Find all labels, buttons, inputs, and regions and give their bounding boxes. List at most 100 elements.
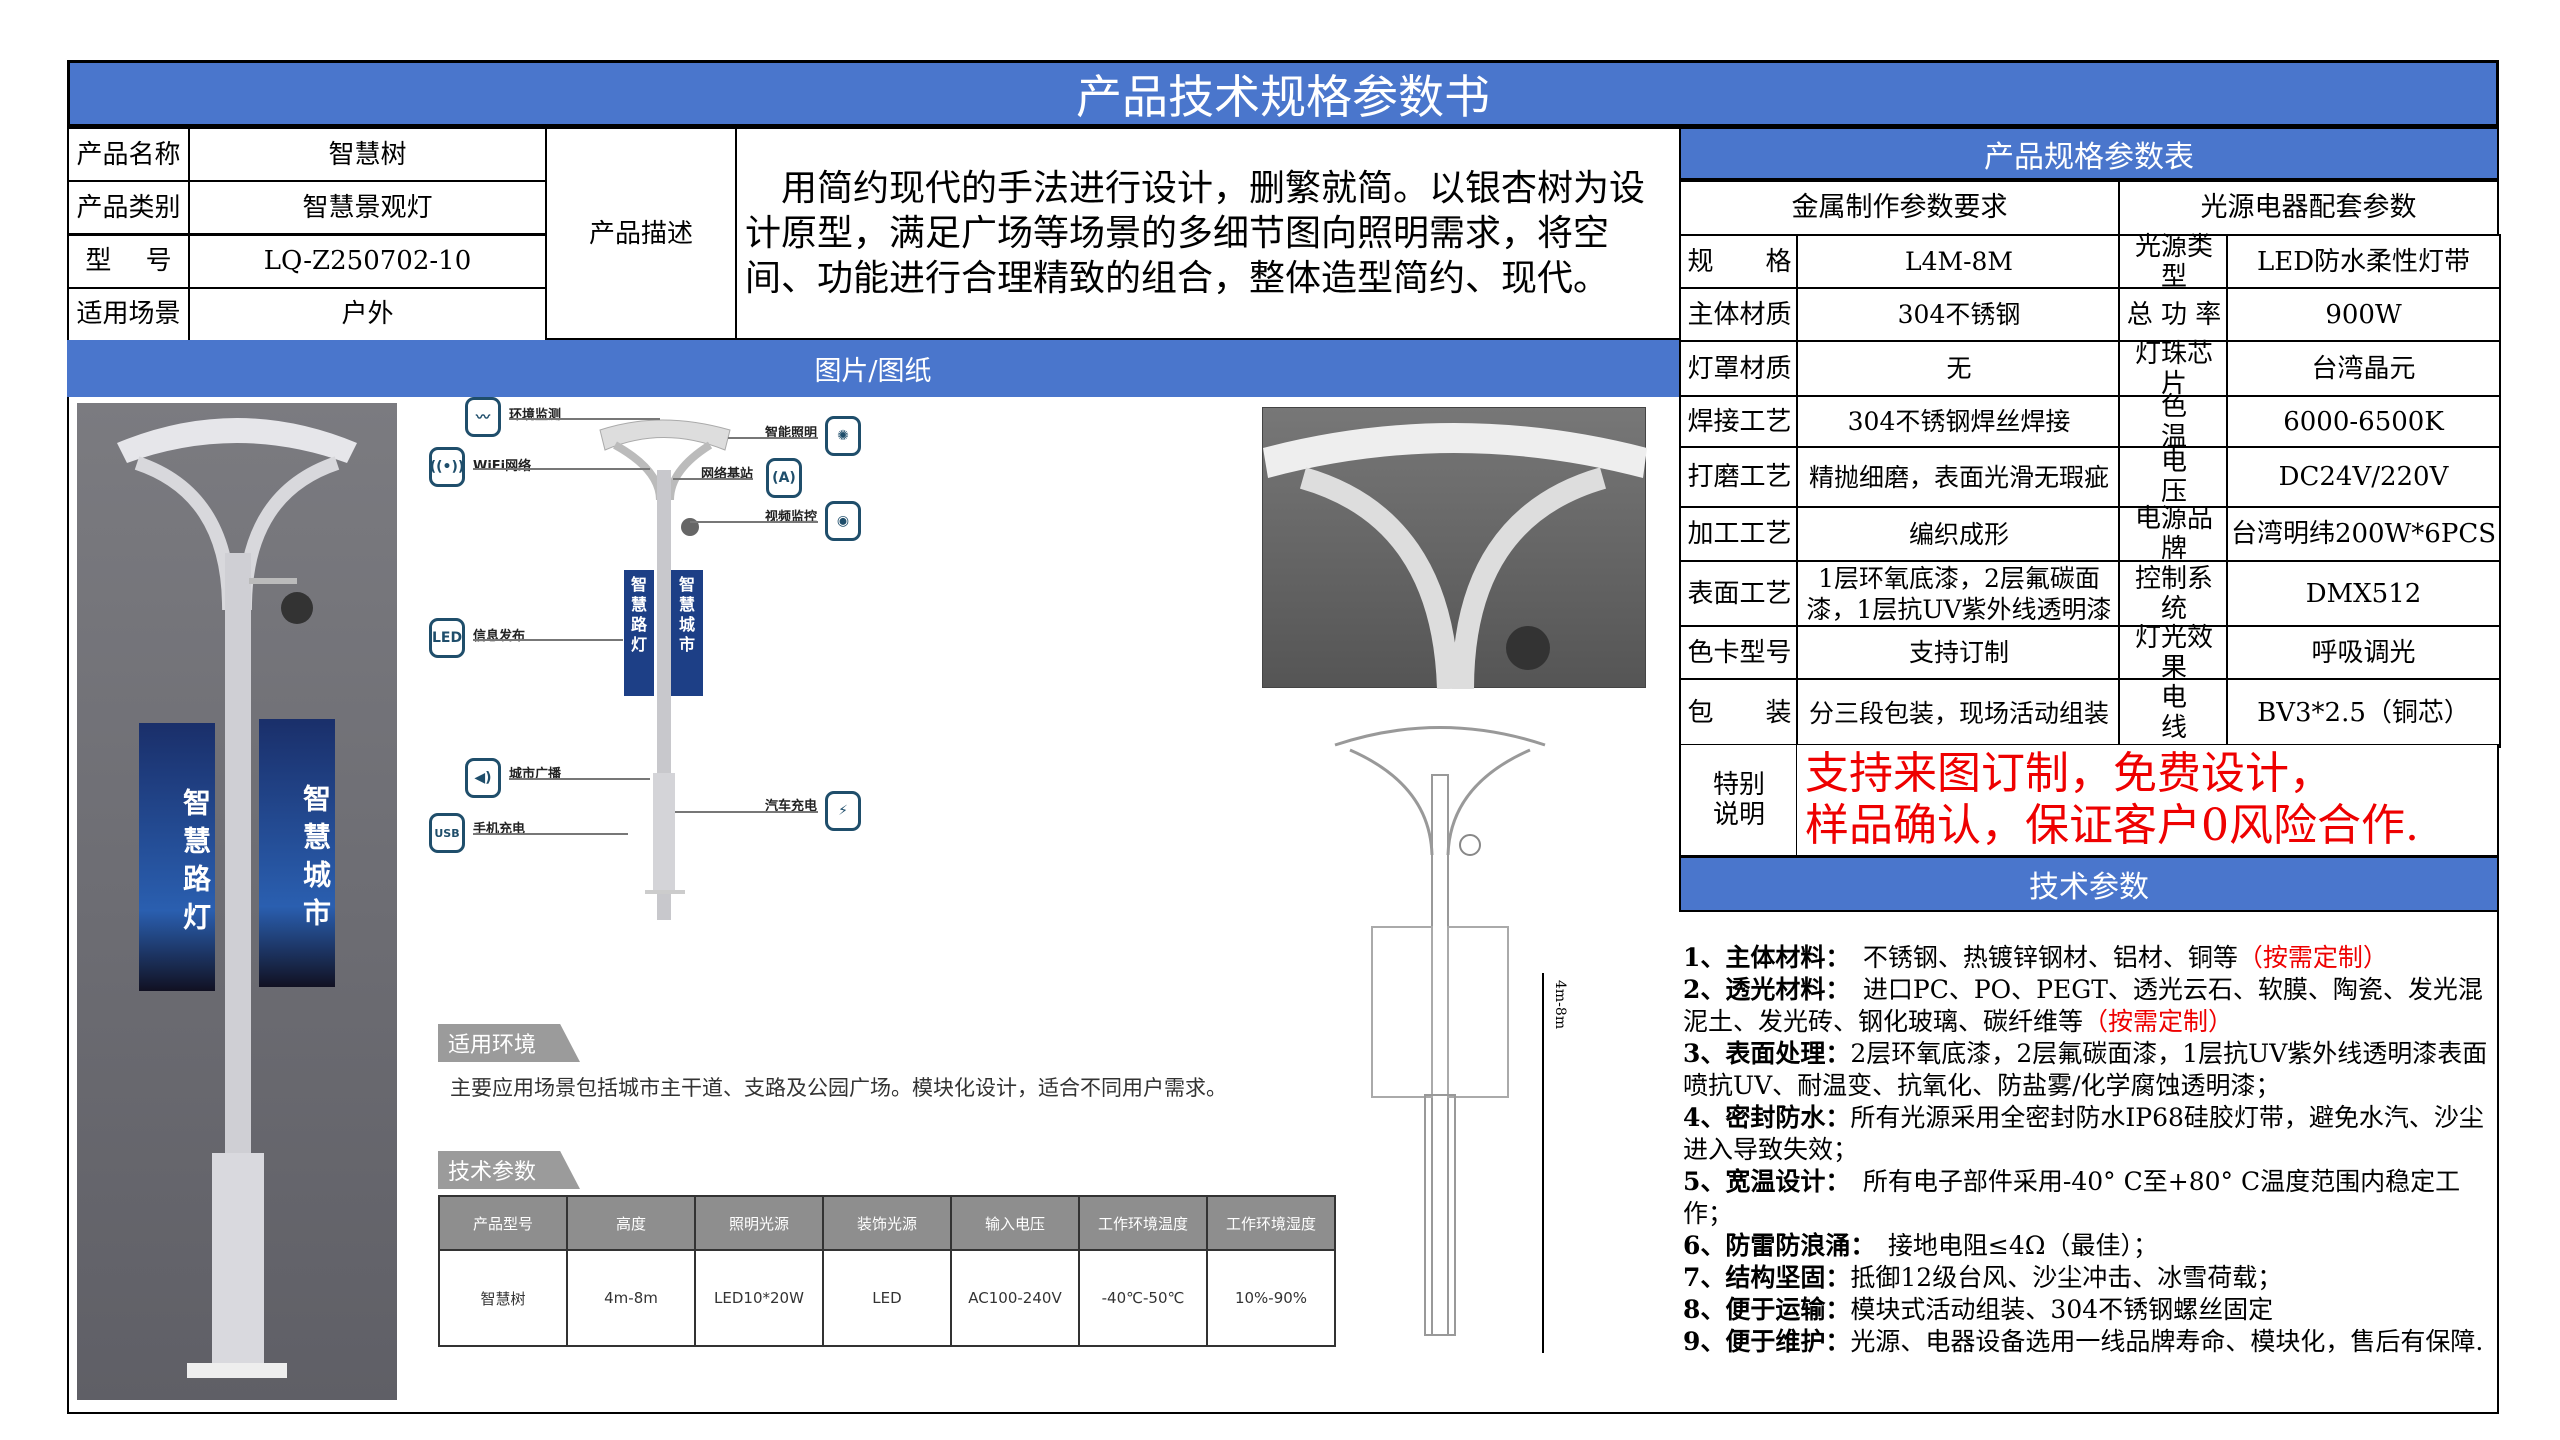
spec-label: 表面工艺: [1679, 560, 1800, 627]
leader-line: [509, 418, 660, 420]
info-label: 适用场景: [67, 286, 190, 342]
tech-item: 8、便于运输：模块式活动组装、304不锈钢螺丝固定: [1683, 1295, 2274, 1324]
spec-label: 焊接工艺: [1679, 395, 1800, 448]
monitor-icon: 〰: [465, 397, 501, 437]
spec-label: 灯珠芯片: [2118, 339, 2230, 399]
desc-label: 产品描述: [545, 127, 737, 340]
spec-value: 台湾晶元: [2226, 340, 2501, 397]
banner-right: 智慧城市: [259, 719, 335, 987]
tech-list: 1、主体材料： 不锈钢、热镀锌钢材、铝材、铜等（按需定制） 2、透光材料： 进口P…: [1683, 942, 2497, 1358]
spec-label: 色卡型号: [1679, 625, 1800, 680]
tech-item: 4、密封防水：所有光源采用全密封防水IP68硅胶灯带，避免水汽、沙尘进入导致失效…: [1683, 1103, 2484, 1164]
spec-label: 总 功 率: [2118, 287, 2230, 342]
led-icon: LED: [429, 618, 465, 658]
spec-label: 打磨工艺: [1679, 446, 1800, 508]
leader-line: [690, 521, 818, 523]
special-line: 支持来图订制，免费设计，: [1805, 748, 2333, 799]
tech-table-cell: 10%-90%: [1206, 1249, 1336, 1347]
spec-value: DMX512: [2226, 560, 2501, 627]
info-value: LQ-Z250702-10: [188, 233, 547, 289]
spec-value: 6000-6500K: [2226, 395, 2501, 448]
tech-table-header: 输入电压: [950, 1195, 1080, 1251]
left-photo: 智慧路灯 智慧城市: [77, 403, 397, 1400]
env-text: 主要应用场景包括城市主干道、支路及公园广场。模块化设计，适合不同用户需求。: [450, 1076, 1227, 1100]
spec-label: 电源品牌: [2118, 504, 2230, 564]
spec-label: 加工工艺: [1679, 506, 1800, 562]
tech-table-header: 工作环境湿度: [1206, 1195, 1336, 1251]
pole-photo-illustration: [117, 418, 357, 1378]
sun-icon: ✺: [825, 416, 861, 456]
spec-label: 规 格: [1679, 234, 1800, 289]
spec-value: 分三段包装，现场活动组装: [1796, 678, 2122, 748]
desc-text: 用简约现代的手法进行设计，删繁就简。以银杏树为设计原型，满足广场等场景的多细节图…: [735, 127, 1681, 340]
info-value: 智慧景观灯: [188, 180, 547, 236]
spec-label: 控制系统: [2118, 560, 2230, 627]
info-value: 智慧树: [188, 127, 547, 182]
info-label: 型 号: [67, 233, 190, 289]
label-led: 信息发布: [473, 629, 526, 644]
dimension-label: 4m-8m: [1552, 980, 1568, 1030]
tech-table-cell: 4m-8m: [566, 1249, 696, 1347]
leader-line: [473, 833, 628, 835]
speaker-icon: ◀): [465, 758, 501, 798]
tech-table-cell: 智慧树: [438, 1249, 568, 1347]
tech-table-header: 照明光源: [694, 1195, 824, 1251]
pictures-header: 图片/图纸: [67, 340, 1679, 397]
spec-col-right: 光源电器配套参数: [2118, 180, 2499, 236]
env-tab: 适用环境: [438, 1024, 580, 1062]
usb-icon: USB: [429, 813, 465, 853]
tech-table-header: 高度: [566, 1195, 696, 1251]
tech-tab: 技术参数: [438, 1151, 580, 1189]
tech-table-cell: LED10*20W: [694, 1249, 824, 1347]
spec-value: LED防水柔性灯带: [2226, 234, 2501, 289]
leader-line: [675, 811, 818, 813]
spec-col-left: 金属制作参数要求: [1679, 180, 2120, 236]
antenna-icon: (A): [766, 458, 802, 498]
spec-value: 支持订制: [1796, 625, 2122, 680]
tech-item: 2、透光材料： 进口PC、PO、PEGT、透光云石、软膜、陶瓷、发光混泥土、发光…: [1683, 975, 2483, 1036]
spec-label: 色 温: [2118, 392, 2239, 452]
leader-line: [473, 639, 623, 641]
banner-left: 智慧路灯: [139, 723, 215, 991]
tech-table-cell: -40℃-50℃: [1078, 1249, 1208, 1347]
pole-line-drawing: [1334, 726, 1546, 1353]
camera-icon: ◉: [825, 501, 861, 541]
spec-label: 灯罩材质: [1679, 340, 1800, 397]
spec-value: 900W: [2226, 287, 2501, 342]
canopy-illustration: [1263, 423, 1647, 690]
canopy-photo: [1262, 407, 1647, 690]
tech-table-header: 工作环境温度: [1078, 1195, 1208, 1251]
tech-item: 3、表面处理：2层环氧底漆，2层氟碳面漆，1层抗UV紫外线透明漆表面喷抗UV、耐…: [1683, 1039, 2488, 1100]
leader-line: [673, 478, 753, 480]
wifi-icon: ((•)): [429, 447, 465, 487]
tech-item: 9、便于维护：光源、电器设备选用一线品牌寿命、模块化，售后有保障.: [1683, 1327, 2484, 1356]
info-value: 户外: [188, 286, 547, 342]
tech-item: 1、主体材料： 不锈钢、热镀锌钢材、铝材、铜等（按需定制）: [1683, 943, 2388, 972]
tech-item: 7、结构坚固：抵御12级台风、沙尘冲击、冰雪荷载；: [1683, 1263, 2283, 1292]
spec-label: 主体材质: [1679, 287, 1800, 342]
spec-value: BV3*2.5（铜芯）: [2226, 678, 2501, 748]
spec-value: L4M-8M: [1796, 234, 2122, 289]
tech-table-cell: LED: [822, 1249, 952, 1347]
page-title: 产品技术规格参数书: [67, 60, 2499, 127]
label-wifi: WiFi网络: [473, 459, 532, 474]
leader-line: [473, 468, 650, 470]
special-line: 样品确认，保证客户0风险合作.: [1805, 800, 2419, 851]
spec-label: 灯光效果: [2118, 623, 2230, 683]
tech-item: 6、防雷防浪涌： 接地电阻≤4Ω（最佳）；: [1683, 1231, 2158, 1260]
leader-line: [509, 778, 650, 780]
label-ev: 汽车充电: [764, 799, 817, 814]
spec-value: 无: [1796, 340, 2122, 397]
spec-value: 304不锈钢: [1796, 287, 2122, 342]
pole-diagram-illustration: [599, 419, 731, 920]
tech-table-header: 装饰光源: [822, 1195, 952, 1251]
spec-label: 电 压: [2118, 446, 2239, 508]
spec-value: 精抛细磨，表面光滑无瑕疵: [1796, 446, 2122, 508]
spec-label: 包 装: [1679, 678, 1800, 748]
spec-value: DC24V/220V: [2226, 446, 2501, 508]
tech-item: 5、宽温设计： 所有电子部件采用-40° C至+80° C温度范围内稳定工作；: [1683, 1167, 2461, 1228]
tech-table-cell: AC100-240V: [950, 1249, 1080, 1347]
spec-value: 1层环氧底漆，2层氟碳面漆，1层抗UV紫外线透明漆: [1796, 560, 2122, 627]
leader-line: [728, 437, 818, 439]
label-env: 环境监测: [509, 408, 562, 423]
